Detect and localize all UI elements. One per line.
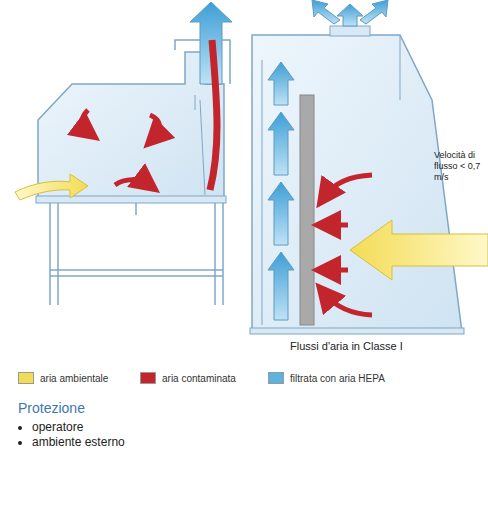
legend-item: aria ambientale	[18, 372, 108, 384]
legend-text: filtrata con aria HEPA	[290, 373, 385, 384]
protection-item: ambiente esterno	[32, 435, 125, 450]
protection-list: operatoreambiente esterno	[18, 420, 125, 450]
legend-swatch	[18, 372, 34, 384]
flow-speed-note: Velocità di flusso < 0,7 m/s	[434, 150, 484, 183]
legend-item: aria contaminata	[140, 372, 236, 384]
section-heading: Protezione	[18, 400, 85, 416]
legend-swatch	[140, 372, 156, 384]
protection-item: operatore	[32, 420, 125, 435]
legend-text: aria contaminata	[162, 373, 236, 384]
legend-swatch	[268, 372, 284, 384]
legend-item: filtrata con aria HEPA	[268, 372, 385, 384]
figure-caption: Flussi d'aria in Classe I	[290, 340, 403, 352]
legend-text: aria ambientale	[40, 373, 108, 384]
